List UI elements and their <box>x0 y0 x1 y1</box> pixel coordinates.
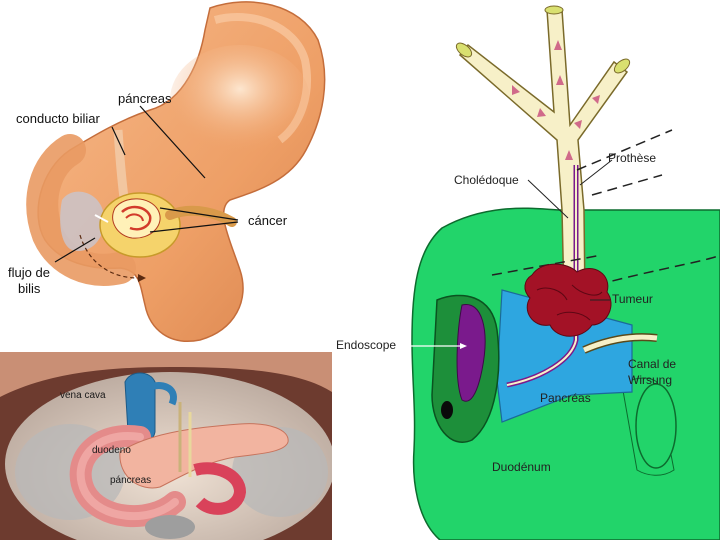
stomach-pancreas-illustration: páncreas conducto biliar cáncer flujo de… <box>0 0 332 352</box>
abdominal-anatomy-illustration: vena cava duodeno páncreas <box>0 352 332 540</box>
label-prothese: Prothèse <box>608 151 657 165</box>
biliary-stent-diagram: Cholédoque Prothèse Tumeur Endoscope Can… <box>332 0 720 540</box>
tumor-mass <box>524 263 612 337</box>
label-flujo-de: flujo de <box>8 265 50 280</box>
label-duodenum: Duodénum <box>492 460 551 474</box>
label-canal-de: Canal de <box>628 357 677 371</box>
stomach-pancreas-drawing <box>26 1 326 342</box>
tumor <box>112 198 161 239</box>
duodenum-loop <box>26 134 136 286</box>
label-choledoque: Cholédoque <box>454 173 519 187</box>
pancreas <box>119 423 289 489</box>
label-endoscope: Endoscope <box>336 338 397 352</box>
biliary-stent-drawing <box>406 5 720 540</box>
papilla <box>456 304 486 402</box>
label-vena-cava: vena cava <box>60 390 106 401</box>
label-pancreas: páncreas <box>118 91 172 106</box>
stomach <box>37 1 326 342</box>
label-duodeno: duodeno <box>92 445 131 456</box>
label-wirsung: Wirsung <box>628 373 673 387</box>
label-pancreas-bottom: páncreas <box>110 475 152 486</box>
abdominal-anatomy-drawing <box>0 352 332 540</box>
label-bilis: bilis <box>18 281 41 296</box>
label-pancreas-right: Pancréas <box>540 391 591 405</box>
label-tumeur: Tumeur <box>612 292 653 306</box>
label-conducto-biliar: conducto biliar <box>16 111 100 126</box>
label-cancer: cáncer <box>248 213 288 228</box>
